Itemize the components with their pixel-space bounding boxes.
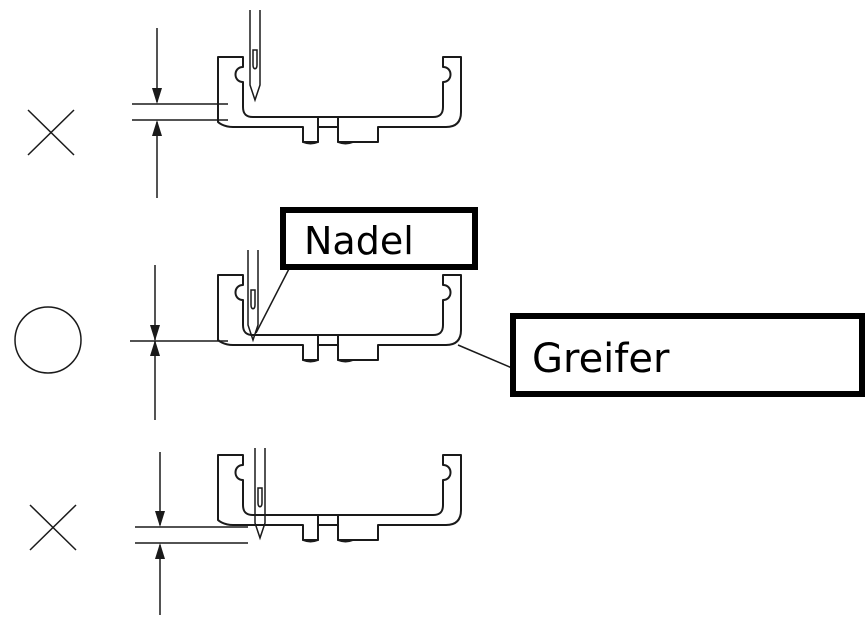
nadel-leader-line [255,262,293,334]
greifer-leader-line [457,344,513,369]
needle-shape [247,249,259,341]
hook-shape [217,274,462,363]
greifer-label: Greifer [532,336,670,382]
nadel-label: Nadel [304,219,414,263]
row-correct-middle [14,249,513,420]
dimension-arrows [130,265,228,420]
row-incorrect-top [27,9,462,198]
row-incorrect-bottom [29,447,462,615]
cross-mark [29,504,77,551]
greifer-label-box: Greifer [510,313,865,397]
cross-mark [27,109,75,156]
dimension-arrows [132,28,228,198]
nadel-label-box: Nadel [280,207,478,270]
circle-mark [14,306,82,374]
dimension-arrows [135,452,248,615]
needle-shape [249,9,261,101]
